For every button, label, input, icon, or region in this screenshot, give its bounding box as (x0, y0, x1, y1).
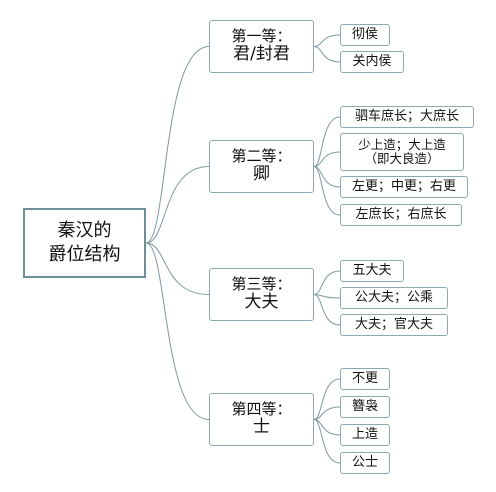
root-to-tier-connector (145, 242, 210, 295)
tier-name: 君/封君 (233, 44, 290, 65)
leaf-node: 左庶长；右庶长 (340, 204, 462, 226)
leaf-line: 少上造；大上造 (358, 136, 446, 152)
tier-to-leaf-connector (313, 419, 341, 464)
leaf-node: 大夫；官大夫 (340, 314, 448, 336)
leaf-node: 簪袅 (340, 396, 390, 418)
tier-name: 卿 (253, 164, 270, 185)
tier-to-leaf-connector (313, 294, 341, 326)
root-to-tier-connector (145, 242, 210, 420)
tier-name: 大夫 (244, 292, 279, 313)
leaf-node: 驷车庶长；大庶长 (340, 106, 474, 128)
tier-to-leaf-connector (313, 406, 341, 420)
leaf-node: 五大夫 (340, 260, 404, 282)
tier-node-1: 第一等： 君/封君 (209, 20, 314, 73)
leaf-node: 公大夫；公乘 (340, 287, 448, 309)
leaf-node: 不更 (340, 368, 390, 390)
tier-rank: 第四等： (231, 400, 292, 419)
tier-node-4: 第四等： 士 (209, 393, 314, 446)
root-title-line2: 爵位结构 (48, 244, 121, 265)
leaf-node: 彻侯 (340, 24, 390, 46)
tier-to-leaf-connector (313, 270, 341, 295)
root-to-tier-connector (145, 46, 210, 244)
root-node: 秦汉的 爵位结构 (23, 208, 146, 278)
leaf-node: 左更；中更；右更 (340, 176, 468, 198)
tier-rank: 第二等： (231, 147, 292, 166)
tier-to-leaf-connector (313, 116, 341, 167)
tier-to-leaf-connector (313, 46, 341, 63)
leaf-line: （即大良造） (364, 151, 440, 166)
leaf-node: 上造 (340, 424, 390, 446)
tier-to-leaf-connector (313, 378, 341, 420)
root-title-line1: 秦汉的 (57, 219, 112, 241)
leaf-node-two-line: 少上造；大上造 （即大良造） (340, 133, 464, 171)
tier-to-leaf-connector (313, 166, 341, 216)
tier-rank: 第三等： (231, 275, 292, 294)
leaf-node: 关内侯 (340, 51, 404, 73)
tier-node-2: 第二等： 卿 (209, 140, 314, 193)
tier-node-3: 第三等： 大夫 (209, 268, 314, 321)
tier-to-leaf-connector (313, 151, 341, 167)
root-to-tier-connector (145, 166, 210, 244)
tier-to-leaf-connector (313, 34, 341, 47)
tier-to-leaf-connector (313, 419, 341, 436)
leaf-node: 公士 (340, 452, 390, 474)
tier-name: 士 (253, 417, 270, 438)
tier-rank: 第一等： (231, 27, 292, 46)
